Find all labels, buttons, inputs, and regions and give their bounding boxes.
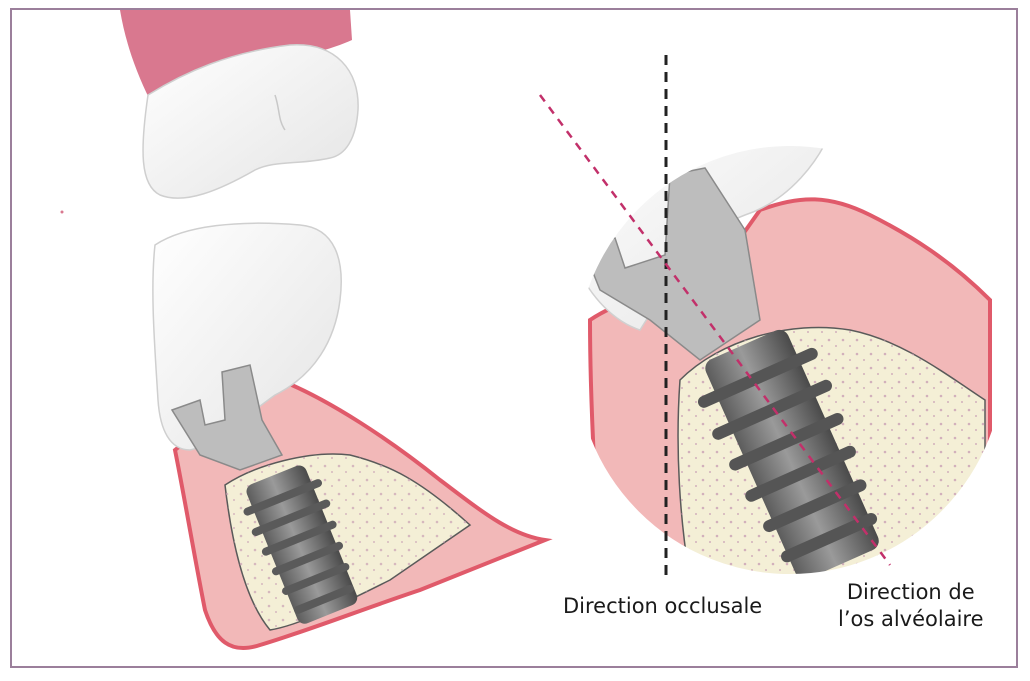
alveolar-direction-label-line2: l’os alvéolaire (838, 606, 984, 633)
alveolar-direction-label: Direction de l’os alvéolaire (838, 579, 984, 633)
alveolar-direction-label-line1: Direction de (838, 579, 984, 606)
left-illustration (61, 10, 546, 648)
right-illustration (540, 55, 1005, 591)
occlusal-direction-label: Direction occlusale (563, 594, 762, 618)
